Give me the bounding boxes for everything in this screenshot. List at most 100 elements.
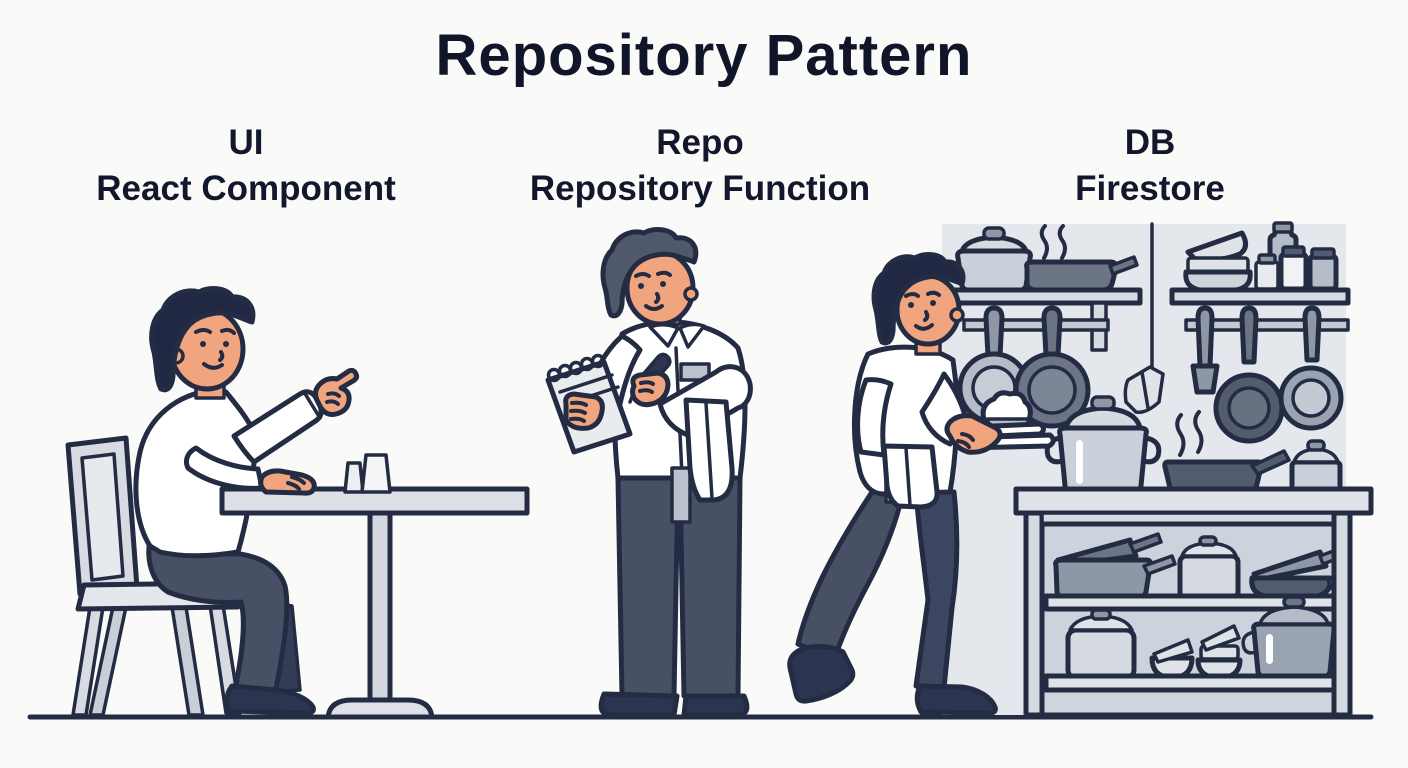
- order-ticket: [1123, 222, 1165, 415]
- kitchen-scene: [942, 221, 1374, 718]
- ui-abbr: UI: [228, 123, 264, 162]
- db-name: Firestore: [1075, 169, 1225, 209]
- pan-handle: [1041, 305, 1063, 358]
- pot-handle: [1241, 630, 1258, 655]
- bottle-cap: [1272, 221, 1294, 234]
- shelf-pan: [1024, 259, 1119, 293]
- towel-fold: [704, 401, 714, 500]
- customer-eye: [223, 341, 229, 347]
- finger-line: [326, 391, 341, 398]
- pot-knob: [1282, 595, 1306, 609]
- repo-name: Repository Function: [529, 169, 871, 209]
- waiter-shoe: [598, 691, 680, 718]
- collar-right: [678, 322, 706, 349]
- pot-highlight: [1076, 440, 1083, 484]
- jar-lid: [1310, 247, 1336, 260]
- food-dome: [980, 390, 1033, 423]
- waiter-eyebrow: [656, 270, 672, 277]
- pan-handle: [983, 305, 1005, 359]
- shelf-pot: [955, 248, 1033, 294]
- customer-nose: [218, 350, 225, 362]
- wall-shelf-right: [1169, 221, 1351, 306]
- pepper-shaker: [360, 453, 392, 494]
- steam-icon: [1193, 410, 1204, 454]
- waiter-pen-hand: [630, 370, 671, 408]
- customer-left-arm: [183, 445, 265, 491]
- steam-icon: [1175, 413, 1186, 457]
- waiter-eyebrow: [634, 272, 651, 278]
- server-front-shoe: [787, 644, 856, 704]
- customer-eyebrow: [220, 327, 236, 335]
- waiter-figure: [545, 227, 753, 718]
- customer-eye: [200, 341, 206, 347]
- shelf-pan-handle: [1108, 255, 1139, 276]
- rail-bar: [1184, 318, 1350, 332]
- waiter-left-leg: [615, 475, 681, 699]
- tilted-bowl: [1152, 638, 1194, 664]
- finger-line: [569, 416, 586, 423]
- pot-knob: [1090, 608, 1112, 621]
- finger-line: [570, 400, 588, 407]
- waiter-eye: [638, 283, 644, 289]
- small-pot-knob: [1306, 439, 1326, 452]
- server-back-arm: [855, 377, 894, 458]
- server-smile: [914, 323, 934, 331]
- ui-name: React Component: [96, 169, 396, 209]
- pan-handle: [1302, 305, 1322, 363]
- customer-smile: [202, 362, 224, 370]
- hanging-pan-inner: [1227, 386, 1271, 430]
- finger-line: [960, 432, 975, 442]
- sleeve-cuff: [302, 390, 322, 420]
- name-tag: [679, 362, 711, 382]
- chair-backrest-panel: [80, 452, 125, 582]
- shaker-top: [1257, 253, 1277, 265]
- customer-pointing-arm: [231, 389, 324, 465]
- cabinet-shelf1-items: [1053, 532, 1349, 601]
- counter-cookware: [1044, 395, 1343, 505]
- saute-pan-handle: [1250, 449, 1291, 476]
- spatula-icon: [1190, 363, 1220, 395]
- chair: [65, 435, 242, 717]
- waiter-ear: [683, 286, 699, 302]
- finger-line: [290, 475, 306, 485]
- server-eye: [908, 302, 914, 308]
- cabinet-pot: [1177, 553, 1241, 601]
- cabinet-kick-panel: [1039, 687, 1339, 718]
- stacked-pan: [1053, 557, 1153, 601]
- pan-handle: [1142, 554, 1177, 576]
- pan-handle: [1239, 305, 1259, 365]
- server-front-leg: [795, 483, 903, 663]
- page-title: Repository Pattern: [435, 23, 973, 88]
- kitchen-counter: [1013, 486, 1374, 516]
- column-label-db: DB Firestore: [950, 120, 1350, 212]
- finger-line: [286, 481, 301, 491]
- jar-lid: [1281, 245, 1306, 258]
- wall-shelf-left: [943, 224, 1143, 352]
- server-back-shoe: [914, 683, 998, 716]
- server-eyebrow: [926, 290, 941, 297]
- salt-shaker: [343, 461, 365, 494]
- shelf-pot-knob: [982, 226, 1006, 241]
- cabinet-pot: [1065, 627, 1137, 681]
- db-abbr: DB: [1124, 123, 1176, 162]
- rail-bar: [962, 318, 1110, 332]
- table-base: [325, 697, 435, 720]
- chair-leg: [170, 605, 205, 717]
- hanging-rail-right: [1184, 305, 1350, 444]
- hanging-pan-inner: [1027, 365, 1077, 415]
- spiral-coil: [590, 353, 606, 369]
- tilted-bowl: [1200, 624, 1241, 652]
- jar: [1278, 251, 1309, 292]
- spatula-handle: [1195, 305, 1215, 369]
- server-towel: [881, 443, 940, 510]
- repo-abbr: Repo: [656, 123, 744, 162]
- ticket-fold: [1140, 370, 1150, 410]
- notepad-line: [558, 373, 614, 394]
- pot-handle: [1141, 435, 1162, 465]
- table-pedestal: [367, 510, 393, 704]
- dark-bowl: [1249, 575, 1333, 599]
- customer-hair: [149, 286, 256, 393]
- large-pot: [1251, 621, 1337, 681]
- waiter-hair: [600, 227, 699, 319]
